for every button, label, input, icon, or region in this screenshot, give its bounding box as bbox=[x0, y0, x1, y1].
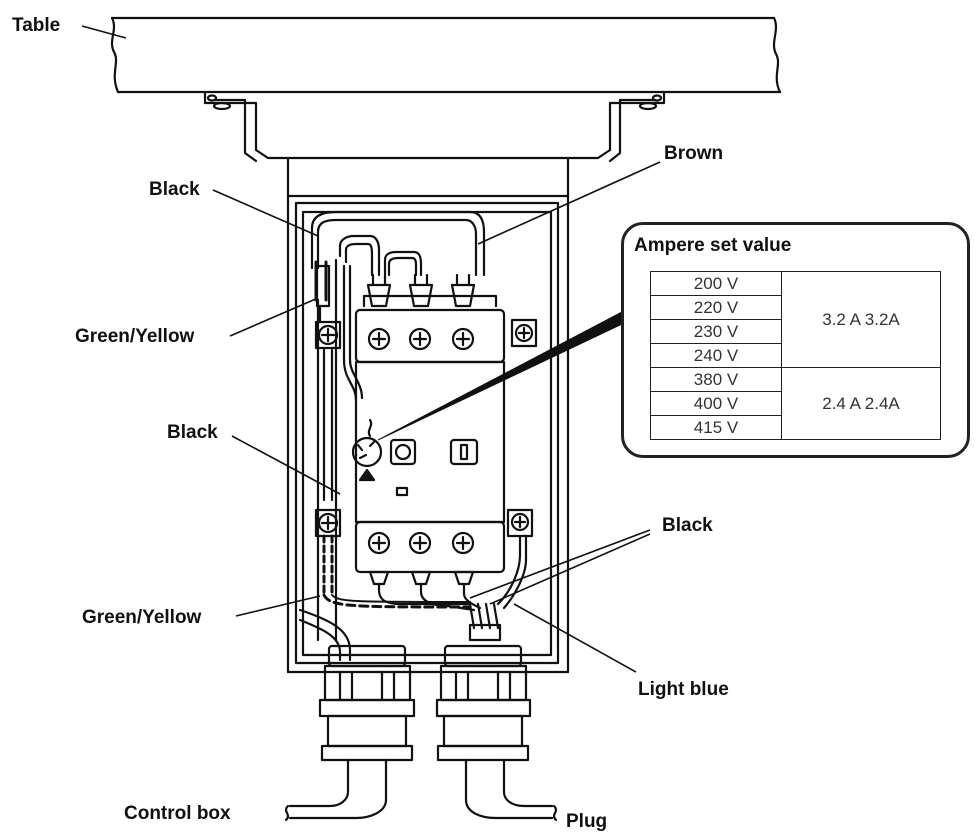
wires-top bbox=[310, 210, 486, 642]
table-row: 415 V bbox=[650, 415, 941, 440]
table-slab bbox=[110, 16, 782, 94]
ampere-value-cell: 3.2 A 3.2A bbox=[781, 271, 941, 368]
ground-wire-top bbox=[314, 260, 331, 324]
label-black-top: Black bbox=[149, 179, 200, 200]
table-row: 200 V 3.2 A 3.2A bbox=[650, 271, 941, 368]
label-black-right: Black bbox=[662, 515, 713, 536]
label-table: Table bbox=[12, 15, 61, 36]
ampere-set-value-panel: Ampere set value 200 V 3.2 A 3.2A 220 V … bbox=[621, 222, 970, 458]
ampere-panel-title: Ampere set value bbox=[634, 235, 792, 256]
leader-lines bbox=[81, 25, 661, 673]
voltage-cell: 380 V bbox=[650, 367, 782, 392]
voltage-cell: 220 V bbox=[650, 295, 782, 320]
label-control-box: Control box bbox=[124, 803, 231, 824]
voltage-cell: 400 V bbox=[650, 391, 782, 416]
voltage-cell: 240 V bbox=[650, 343, 782, 368]
voltage-cell: 415 V bbox=[650, 415, 782, 440]
plug-cable bbox=[435, 644, 558, 822]
table-row: 220 V bbox=[650, 295, 941, 320]
label-light-blue: Light blue bbox=[638, 679, 729, 700]
ampere-value-cell: 2.4 A 2.4A bbox=[781, 367, 941, 440]
control-box-cable bbox=[284, 608, 416, 822]
table-row: 400 V bbox=[650, 391, 941, 416]
label-green-yellow-top: Green/Yellow bbox=[75, 326, 195, 347]
wires-left bbox=[316, 298, 472, 642]
label-black-mid: Black bbox=[167, 422, 218, 443]
voltage-cell: 200 V bbox=[650, 271, 782, 296]
mounting-bracket bbox=[203, 90, 666, 163]
switch-box bbox=[286, 156, 570, 674]
table-row: 240 V bbox=[650, 343, 941, 368]
ampere-table: 200 V 3.2 A 3.2A 220 V 230 V 240 V 380 V… bbox=[650, 271, 941, 440]
label-plug: Plug bbox=[566, 811, 608, 832]
table-row: 380 V 2.4 A 2.4A bbox=[650, 367, 941, 440]
label-brown: Brown bbox=[664, 143, 724, 164]
voltage-cell: 230 V bbox=[650, 319, 782, 344]
label-green-yellow-bottom: Green/Yellow bbox=[82, 607, 202, 628]
magnetic-contactor bbox=[351, 273, 506, 586]
